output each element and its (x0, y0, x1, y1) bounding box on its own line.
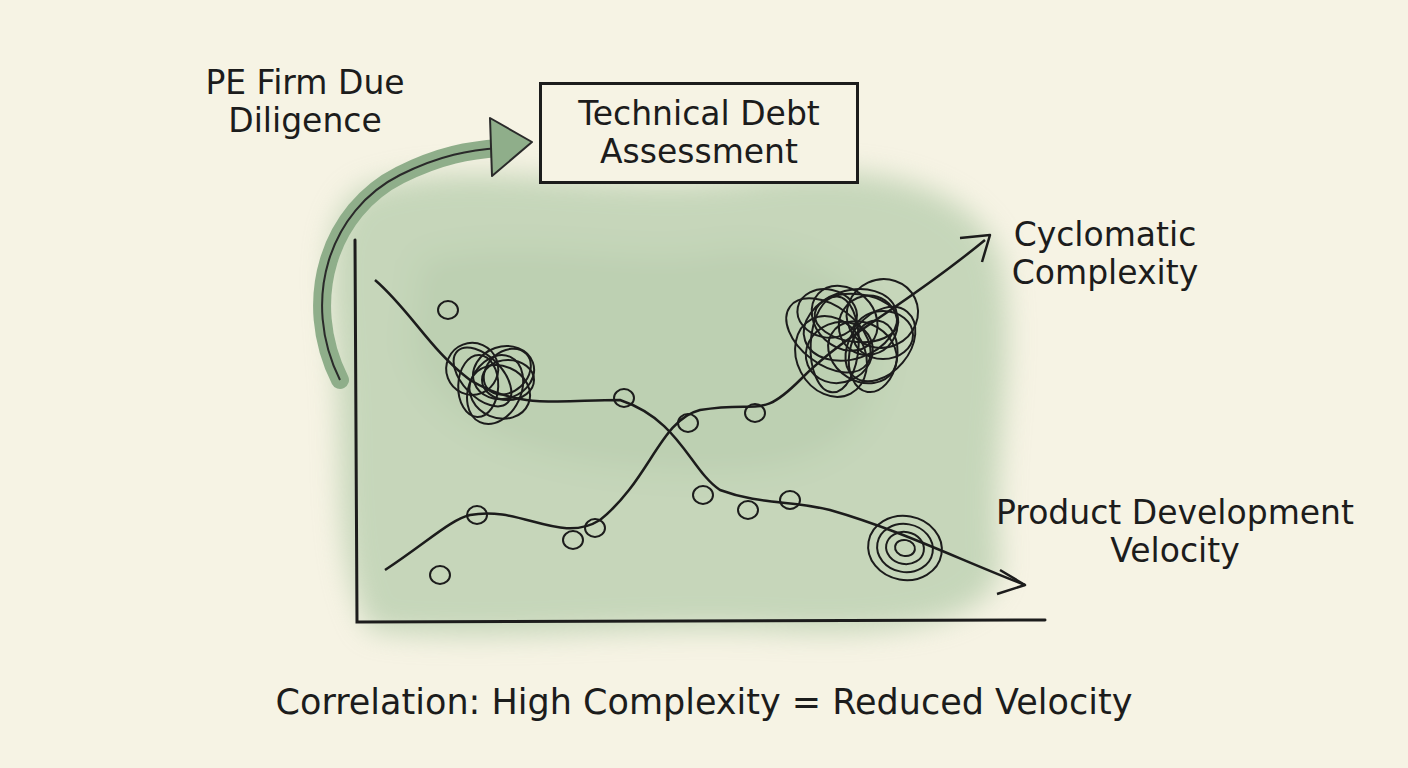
scribble-loop (563, 531, 583, 549)
assessment-box: Technical Debt Assessment (539, 82, 859, 184)
series-label: Cyclomatic Complexity (1000, 216, 1210, 292)
scribble-loop (894, 538, 916, 557)
box-title: Technical Debt Assessment (562, 95, 836, 171)
curved-arrow (322, 148, 500, 380)
scribble-loop (873, 520, 936, 577)
arrowhead (490, 118, 532, 176)
scribble-loop (585, 519, 605, 537)
scribble-loop (863, 510, 947, 586)
scribble-loop (745, 404, 765, 422)
scribble-loop (831, 293, 929, 395)
curved-arrow-edge (322, 148, 500, 380)
scribble-loop (884, 529, 927, 567)
scribble-loop (614, 389, 634, 407)
chart-axes (355, 240, 1045, 622)
scribble-loop (457, 354, 499, 417)
watercolor-wash (330, 171, 1007, 635)
scribble-loop (738, 501, 758, 519)
caption: Correlation: High Complexity = Reduced V… (0, 682, 1408, 722)
arrowhead (997, 570, 1025, 594)
scribble-loop (438, 301, 458, 319)
scribble-loop (853, 311, 913, 359)
scribble-loop (799, 272, 891, 364)
series-label: Product Development Velocity (975, 494, 1375, 570)
scribble-loop (467, 506, 487, 524)
arrowhead (960, 235, 990, 262)
scribble-loop (780, 491, 800, 509)
scribbles (430, 267, 947, 585)
scribble-loop (678, 414, 698, 432)
scribble-loop (693, 486, 713, 504)
velocity-line (375, 280, 1025, 585)
scribble-loop (456, 346, 534, 433)
scribble-loop (793, 284, 862, 343)
scribble-loop (466, 338, 542, 407)
scribble-loop (430, 566, 450, 584)
source-label: PE Firm Due Diligence (170, 64, 440, 140)
complexity-line (385, 240, 985, 570)
